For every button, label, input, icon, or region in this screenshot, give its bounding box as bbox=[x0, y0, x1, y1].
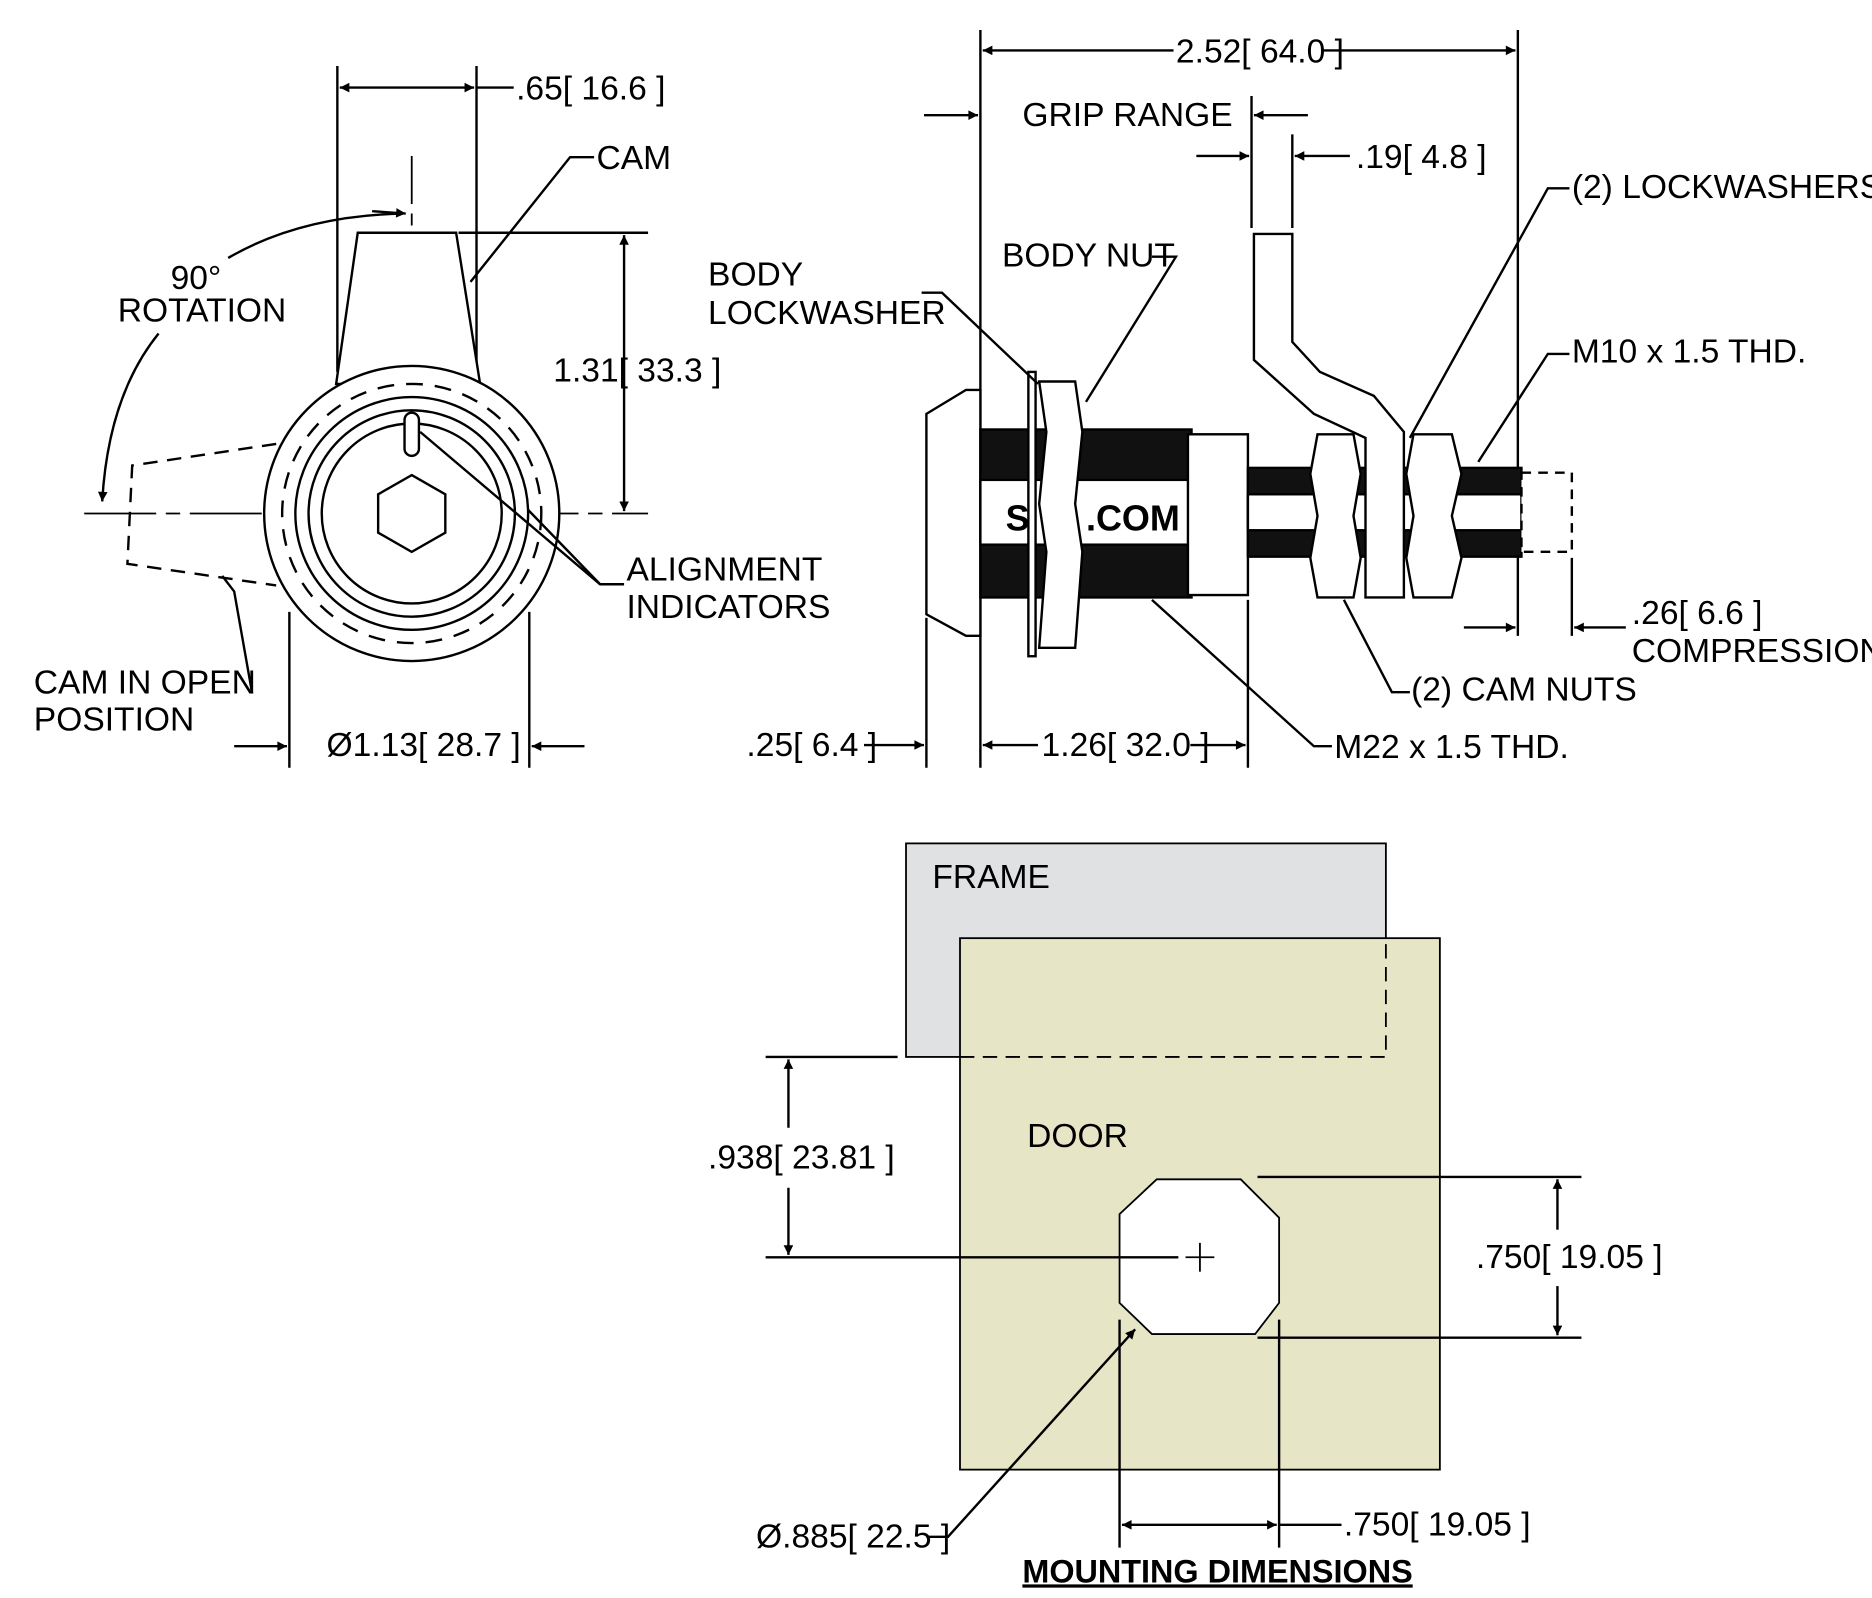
body-thread-label: M22 x 1.5 THD. bbox=[1334, 729, 1569, 766]
lockwashers-label: (2) LOCKWASHERS bbox=[1572, 169, 1872, 206]
mounting-dimensions-title: MOUNTING DIMENSIONS bbox=[1022, 1553, 1412, 1589]
alignment-indicators-label-2: INDICATORS bbox=[626, 589, 830, 626]
alignment-indicators-label-1: ALIGNMENT bbox=[626, 552, 822, 589]
front-view bbox=[84, 65, 649, 768]
body-nut-label: BODY NUT bbox=[1002, 237, 1175, 274]
front-diameter-dimension: Ø1.13[ 28.7 ] bbox=[327, 727, 521, 764]
cam-open-label-2: POSITION bbox=[34, 702, 194, 739]
compression-label: COMPRESSION bbox=[1632, 633, 1872, 670]
flat-height-dimension: .750[ 19.05 ] bbox=[1476, 1239, 1663, 1276]
rotation-angle-label: 90° bbox=[171, 260, 222, 297]
stud-thread-label: M10 x 1.5 THD. bbox=[1572, 333, 1807, 370]
head-thickness-dimension: .25[ 6.4 ] bbox=[746, 727, 877, 764]
cam-label: CAM bbox=[596, 140, 671, 177]
overall-length-dimension: 2.52[ 64.0 ] bbox=[1176, 33, 1344, 70]
frame-label: FRAME bbox=[932, 859, 1050, 896]
edge-distance-dimension: .938[ 23.81 ] bbox=[708, 1140, 895, 1177]
mounting-view bbox=[905, 842, 1441, 1471]
body-lockwasher-label-2: LOCKWASHER bbox=[708, 295, 946, 332]
front-height-dimension: 1.31[ 33.3 ] bbox=[553, 353, 721, 390]
cam-nuts-label: (2) CAM NUTS bbox=[1411, 672, 1637, 709]
rotation-label: ROTATION bbox=[118, 293, 287, 330]
grip-range-label: GRIP RANGE bbox=[1022, 97, 1232, 134]
brand-mark-right: .COM bbox=[1086, 497, 1180, 538]
flat-width-dimension: .750[ 19.05 ] bbox=[1344, 1507, 1531, 1544]
front-width-dimension: .65[ 16.6 ] bbox=[516, 71, 665, 108]
cam-thickness-dimension: .19[ 4.8 ] bbox=[1356, 139, 1487, 176]
body-length-dimension: 1.26[ 32.0 ] bbox=[1042, 727, 1210, 764]
cam-open-label-1: CAM IN OPEN bbox=[34, 664, 256, 701]
brand-mark-left: S bbox=[1006, 497, 1030, 538]
door-label: DOOR bbox=[1027, 1118, 1128, 1155]
mounting-dimensions bbox=[765, 1055, 1582, 1548]
hole-diameter-dimension: Ø.885[ 22.5 ] bbox=[756, 1519, 950, 1556]
side-view bbox=[864, 29, 1626, 768]
compression-dimension: .26[ 6.6 ] bbox=[1632, 595, 1763, 632]
body-lockwasher-label-1: BODY bbox=[708, 257, 803, 294]
